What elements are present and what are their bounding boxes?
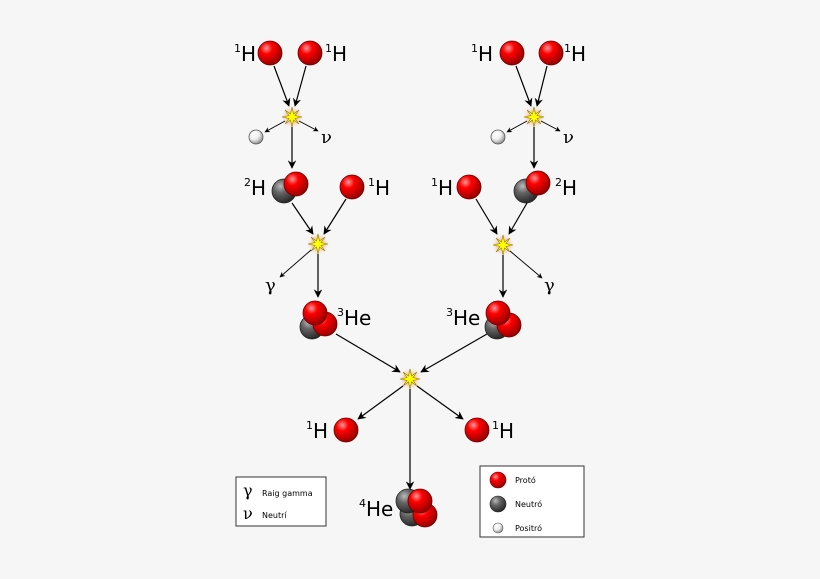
arrow [335,333,401,373]
h2-label: 2H [555,176,577,200]
proton-icon [283,171,309,197]
arrow [291,202,314,235]
h1-label: 1H [471,42,493,66]
arrow [540,120,561,132]
proton-icon [407,488,433,514]
h1-label: 1H [368,176,390,200]
proton-icon [464,417,490,443]
he3-label: 3He [446,306,480,330]
proton-icon [456,174,482,200]
proton-icon [302,300,328,326]
gamma-symbol: γ [243,481,253,500]
legend-label-proton: Protó [515,475,536,485]
proton-icon [297,40,323,66]
fusion-step-2-left: 2H 1H γ [244,171,390,298]
fusion-step-1-right: 1H 1H ν [471,40,586,169]
proton-icon [333,417,359,443]
legend-particles: Protó Neutró Positró [479,465,585,538]
arrow [534,65,548,107]
reaction-star-icon [490,232,516,258]
h1-label: 1H [325,42,347,66]
proton-icon [538,40,564,66]
arrow [416,385,464,420]
he3-label: 3He [337,306,371,330]
gamma-symbol: γ [544,275,555,296]
h1-label: 1H [564,42,586,66]
h1-label: 1H [492,419,514,443]
deuterium-nucleus [271,171,309,204]
fusion-step-1-left: 1H 1H ν [234,40,347,169]
legend-label-neutrino: Neutrí [262,511,287,520]
legend-label-positron: Positró [515,523,542,533]
h1-label: 1H [234,42,256,66]
arrow [475,198,498,235]
positron-icon [248,129,264,145]
proton-icon [339,174,365,200]
neutrino-symbol: ν [321,127,332,148]
neutrino-symbol: ν [563,127,574,148]
helium3-right: 3He [446,300,522,340]
arrow [420,333,488,373]
legend-label-gamma: Raig gamma [262,489,313,498]
helium3-left: 3He [299,300,371,340]
proton-icon [525,170,551,196]
arrow [357,385,404,420]
h1-label: 1H [306,419,328,443]
reaction-star-icon [279,104,305,130]
proton-icon [257,40,283,66]
arrow [515,65,533,107]
arrow [323,198,347,235]
proton-icon [485,300,511,326]
deuterium-nucleus [513,170,551,204]
fusion-step-3: 1H 1H 4He [306,333,514,528]
legend-symbols: γ Raig gamma ν Neutrí [235,476,327,527]
proton-icon [499,40,525,66]
fusion-step-2-right: 1H 2H γ [431,170,577,298]
neutron-icon [489,495,507,513]
arrow [292,65,307,107]
proton-icon [489,471,507,489]
helium4-nucleus [395,488,438,528]
h1-label: 1H [431,176,453,200]
arrow [506,120,528,133]
legend-label-neutron: Neutró [515,499,542,509]
arrow [509,250,543,279]
he4-label: 4He [359,497,393,521]
arrow [298,120,319,132]
gamma-symbol: γ [265,275,276,296]
neutrino-symbol: ν [243,504,253,523]
reaction-star-icon [305,231,331,257]
reaction-star-icon [521,104,547,130]
positron-icon [492,522,504,534]
arrow [279,249,312,278]
arrow [508,202,528,235]
h2-label: 2H [244,176,266,200]
arrow [264,120,286,133]
arrow [273,65,291,107]
positron-icon [490,129,506,145]
